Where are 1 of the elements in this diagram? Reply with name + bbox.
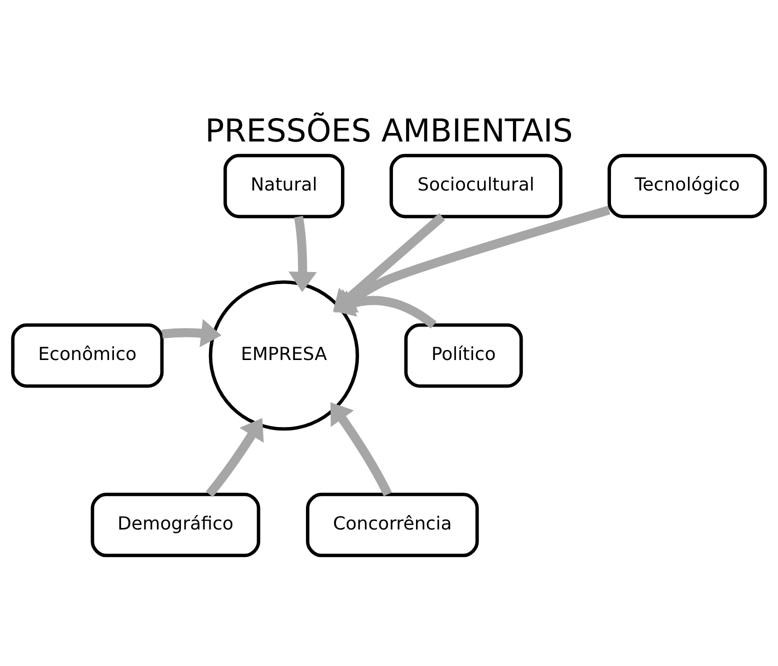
- diagram-title: PRESSÕES AMBIENTAIS: [205, 112, 573, 149]
